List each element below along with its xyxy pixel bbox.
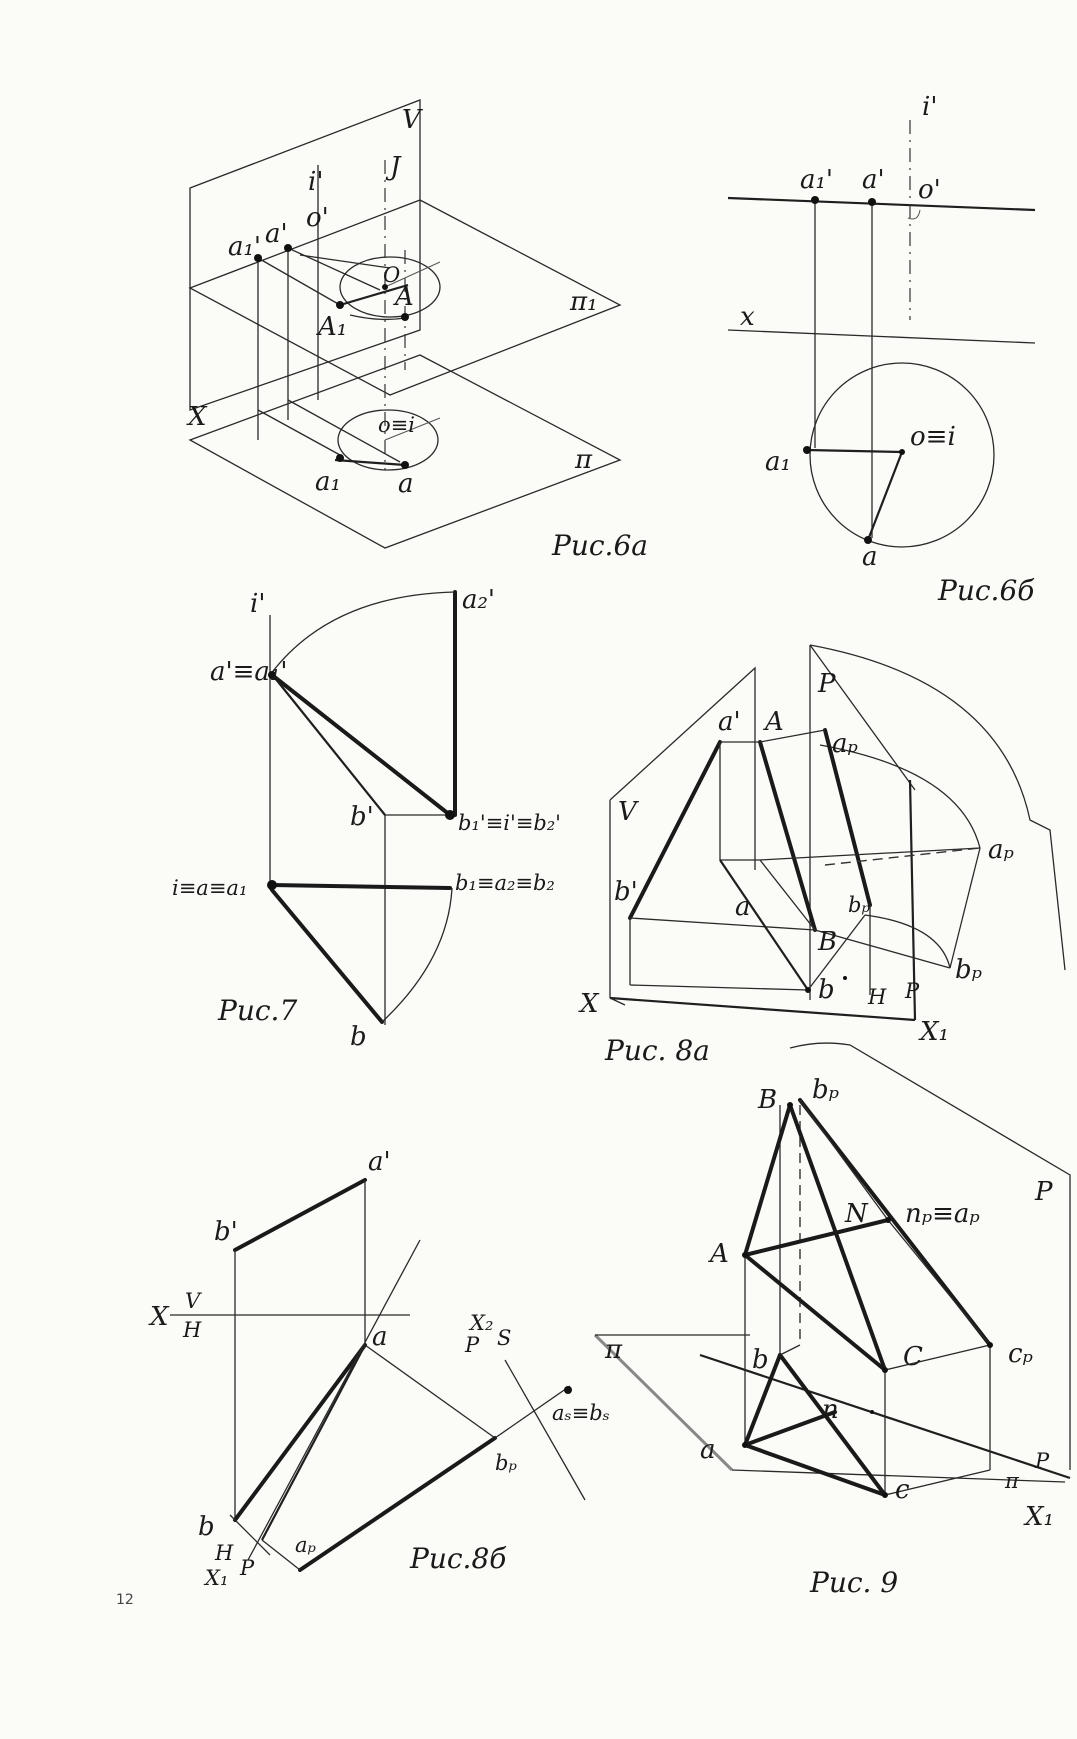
label-c-p: cₚ bbox=[1008, 1339, 1033, 1369]
figure-6a: V J i' a₁' a' o' O A A₁ π₁ X o≡i a₁ a π … bbox=[186, 99, 648, 562]
label-b-p: bₚ bbox=[848, 893, 870, 917]
label-a-prime: a' bbox=[718, 707, 741, 737]
label-A: A bbox=[708, 1239, 729, 1269]
label-a: a bbox=[862, 542, 878, 572]
label-pi1: π₁ bbox=[569, 287, 598, 317]
label-a: a bbox=[700, 1435, 716, 1465]
label-a-prime: a' bbox=[862, 165, 885, 195]
label-b-prime: b' bbox=[614, 877, 638, 907]
caption-fig9: Рис. 9 bbox=[809, 1566, 898, 1599]
label-a2-prime: a₂' bbox=[462, 585, 495, 615]
caption-fig8a: Рис. 8а bbox=[604, 1034, 710, 1067]
label-a: a bbox=[398, 469, 414, 499]
label-pi: π bbox=[604, 1335, 623, 1365]
label-i-prime: i' bbox=[308, 167, 323, 197]
label-a-p: aₚ bbox=[295, 1533, 316, 1557]
figure-6b: i' a₁' a' o' x o≡i a₁ a Рис.6б bbox=[727, 92, 1035, 607]
label-H: H bbox=[867, 985, 887, 1009]
label-P-small: P bbox=[239, 1556, 255, 1580]
label-a1: a₁ bbox=[315, 467, 341, 497]
label-A1: A₁ bbox=[316, 312, 347, 342]
label-b-p: bₚ bbox=[812, 1075, 839, 1105]
label-P-small: P bbox=[904, 979, 920, 1003]
label-o-eq-i: o≡i bbox=[910, 422, 956, 452]
label-i-chain: i≡a≡a₁ bbox=[172, 876, 247, 900]
figure-8b: a' b' X V H a X₂ P S aₛ≡bₛ bₚ b H P aₚ X… bbox=[148, 1147, 610, 1590]
label-X: X bbox=[578, 989, 600, 1019]
label-x: x bbox=[740, 302, 755, 332]
label-o-prime: o' bbox=[918, 175, 941, 205]
label-b: b bbox=[198, 1512, 215, 1542]
label-P: P bbox=[1034, 1177, 1053, 1207]
label-N: N bbox=[844, 1199, 869, 1229]
label-A: A bbox=[393, 282, 414, 312]
label-H-small: H bbox=[214, 1541, 234, 1565]
label-o-eq-i: o≡i bbox=[378, 413, 415, 437]
label-P: P bbox=[817, 669, 836, 699]
label-b: b bbox=[752, 1345, 769, 1375]
label-V: V bbox=[618, 797, 639, 827]
caption-fig7: Рис.7 bbox=[217, 994, 297, 1027]
label-c: c bbox=[895, 1475, 910, 1505]
label-X1: X₁ bbox=[918, 1017, 949, 1047]
figure-9: B bₚ P N nₚ≡aₚ A π b C cₚ n a c π P X₁ Р… bbox=[593, 1042, 1071, 1599]
label-a1-prime: a₁' bbox=[800, 165, 833, 195]
label-np-ap: nₚ≡aₚ bbox=[905, 1199, 980, 1229]
caption-fig8b: Рис.8б bbox=[409, 1542, 507, 1575]
figure-8a: P a' A aₚ V aₚ b' a bₚ B bₚ X b H P X₁ Р… bbox=[578, 644, 1066, 1067]
label-V: V bbox=[402, 105, 423, 135]
label-i-prime: i' bbox=[250, 589, 265, 619]
label-H: H bbox=[182, 1318, 202, 1342]
label-b-p-right: bₚ bbox=[955, 955, 982, 985]
label-a: a bbox=[735, 892, 751, 922]
label-C: C bbox=[903, 1342, 923, 1372]
label-B: B bbox=[817, 927, 837, 957]
label-X2: X₂ bbox=[468, 1311, 493, 1335]
label-b-chain-prime: b₁'≡i'≡b₂' bbox=[458, 811, 561, 835]
label-a1: a₁ bbox=[765, 447, 791, 477]
label-n: n bbox=[822, 1395, 839, 1425]
label-o-prime: o' bbox=[306, 203, 329, 233]
label-a: a bbox=[372, 1322, 388, 1352]
label-b-prime: b' bbox=[350, 802, 374, 832]
label-a-prime: a' bbox=[265, 219, 288, 249]
label-b-prime: b' bbox=[214, 1217, 238, 1247]
label-B: B bbox=[757, 1085, 777, 1115]
label-b: b bbox=[350, 1022, 367, 1052]
label-a-p-right: aₚ bbox=[988, 835, 1014, 865]
label-S: S bbox=[497, 1326, 511, 1350]
label-as-bs: aₛ≡bₛ bbox=[552, 1401, 610, 1425]
figure-7: i' a₂' a'≡a₁' b' b₁'≡i'≡b₂' i≡a≡a₁ b₁≡a₂… bbox=[172, 585, 561, 1052]
label-i-prime: i' bbox=[922, 92, 937, 122]
label-pi: π bbox=[574, 445, 593, 475]
label-P-small: P bbox=[1034, 1449, 1050, 1473]
label-A: A bbox=[763, 707, 784, 737]
label-a-prime: a' bbox=[368, 1147, 391, 1177]
label-X1: X₁ bbox=[1023, 1502, 1054, 1532]
label-b-chain: b₁≡a₂≡b₂ bbox=[455, 871, 555, 895]
label-V: V bbox=[185, 1289, 202, 1313]
label-a-eq-a1-prime: a'≡a₁' bbox=[210, 657, 288, 687]
label-b-p: bₚ bbox=[495, 1451, 517, 1475]
label-O: O bbox=[383, 263, 400, 287]
caption-fig6a: Рис.6а bbox=[551, 529, 648, 562]
label-pi-small: π bbox=[1004, 1469, 1020, 1493]
label-b: b bbox=[818, 975, 835, 1005]
label-P: P bbox=[464, 1333, 480, 1357]
label-J: J bbox=[385, 152, 402, 182]
label-X: X bbox=[148, 1302, 170, 1332]
label-X1: X₁ bbox=[203, 1566, 228, 1590]
caption-fig6b: Рис.6б bbox=[937, 574, 1035, 607]
page-number: 12 bbox=[116, 1592, 134, 1608]
label-a-p-top: aₚ bbox=[832, 729, 858, 759]
label-X: X bbox=[186, 402, 208, 432]
label-a1-prime: a₁' bbox=[228, 232, 261, 262]
